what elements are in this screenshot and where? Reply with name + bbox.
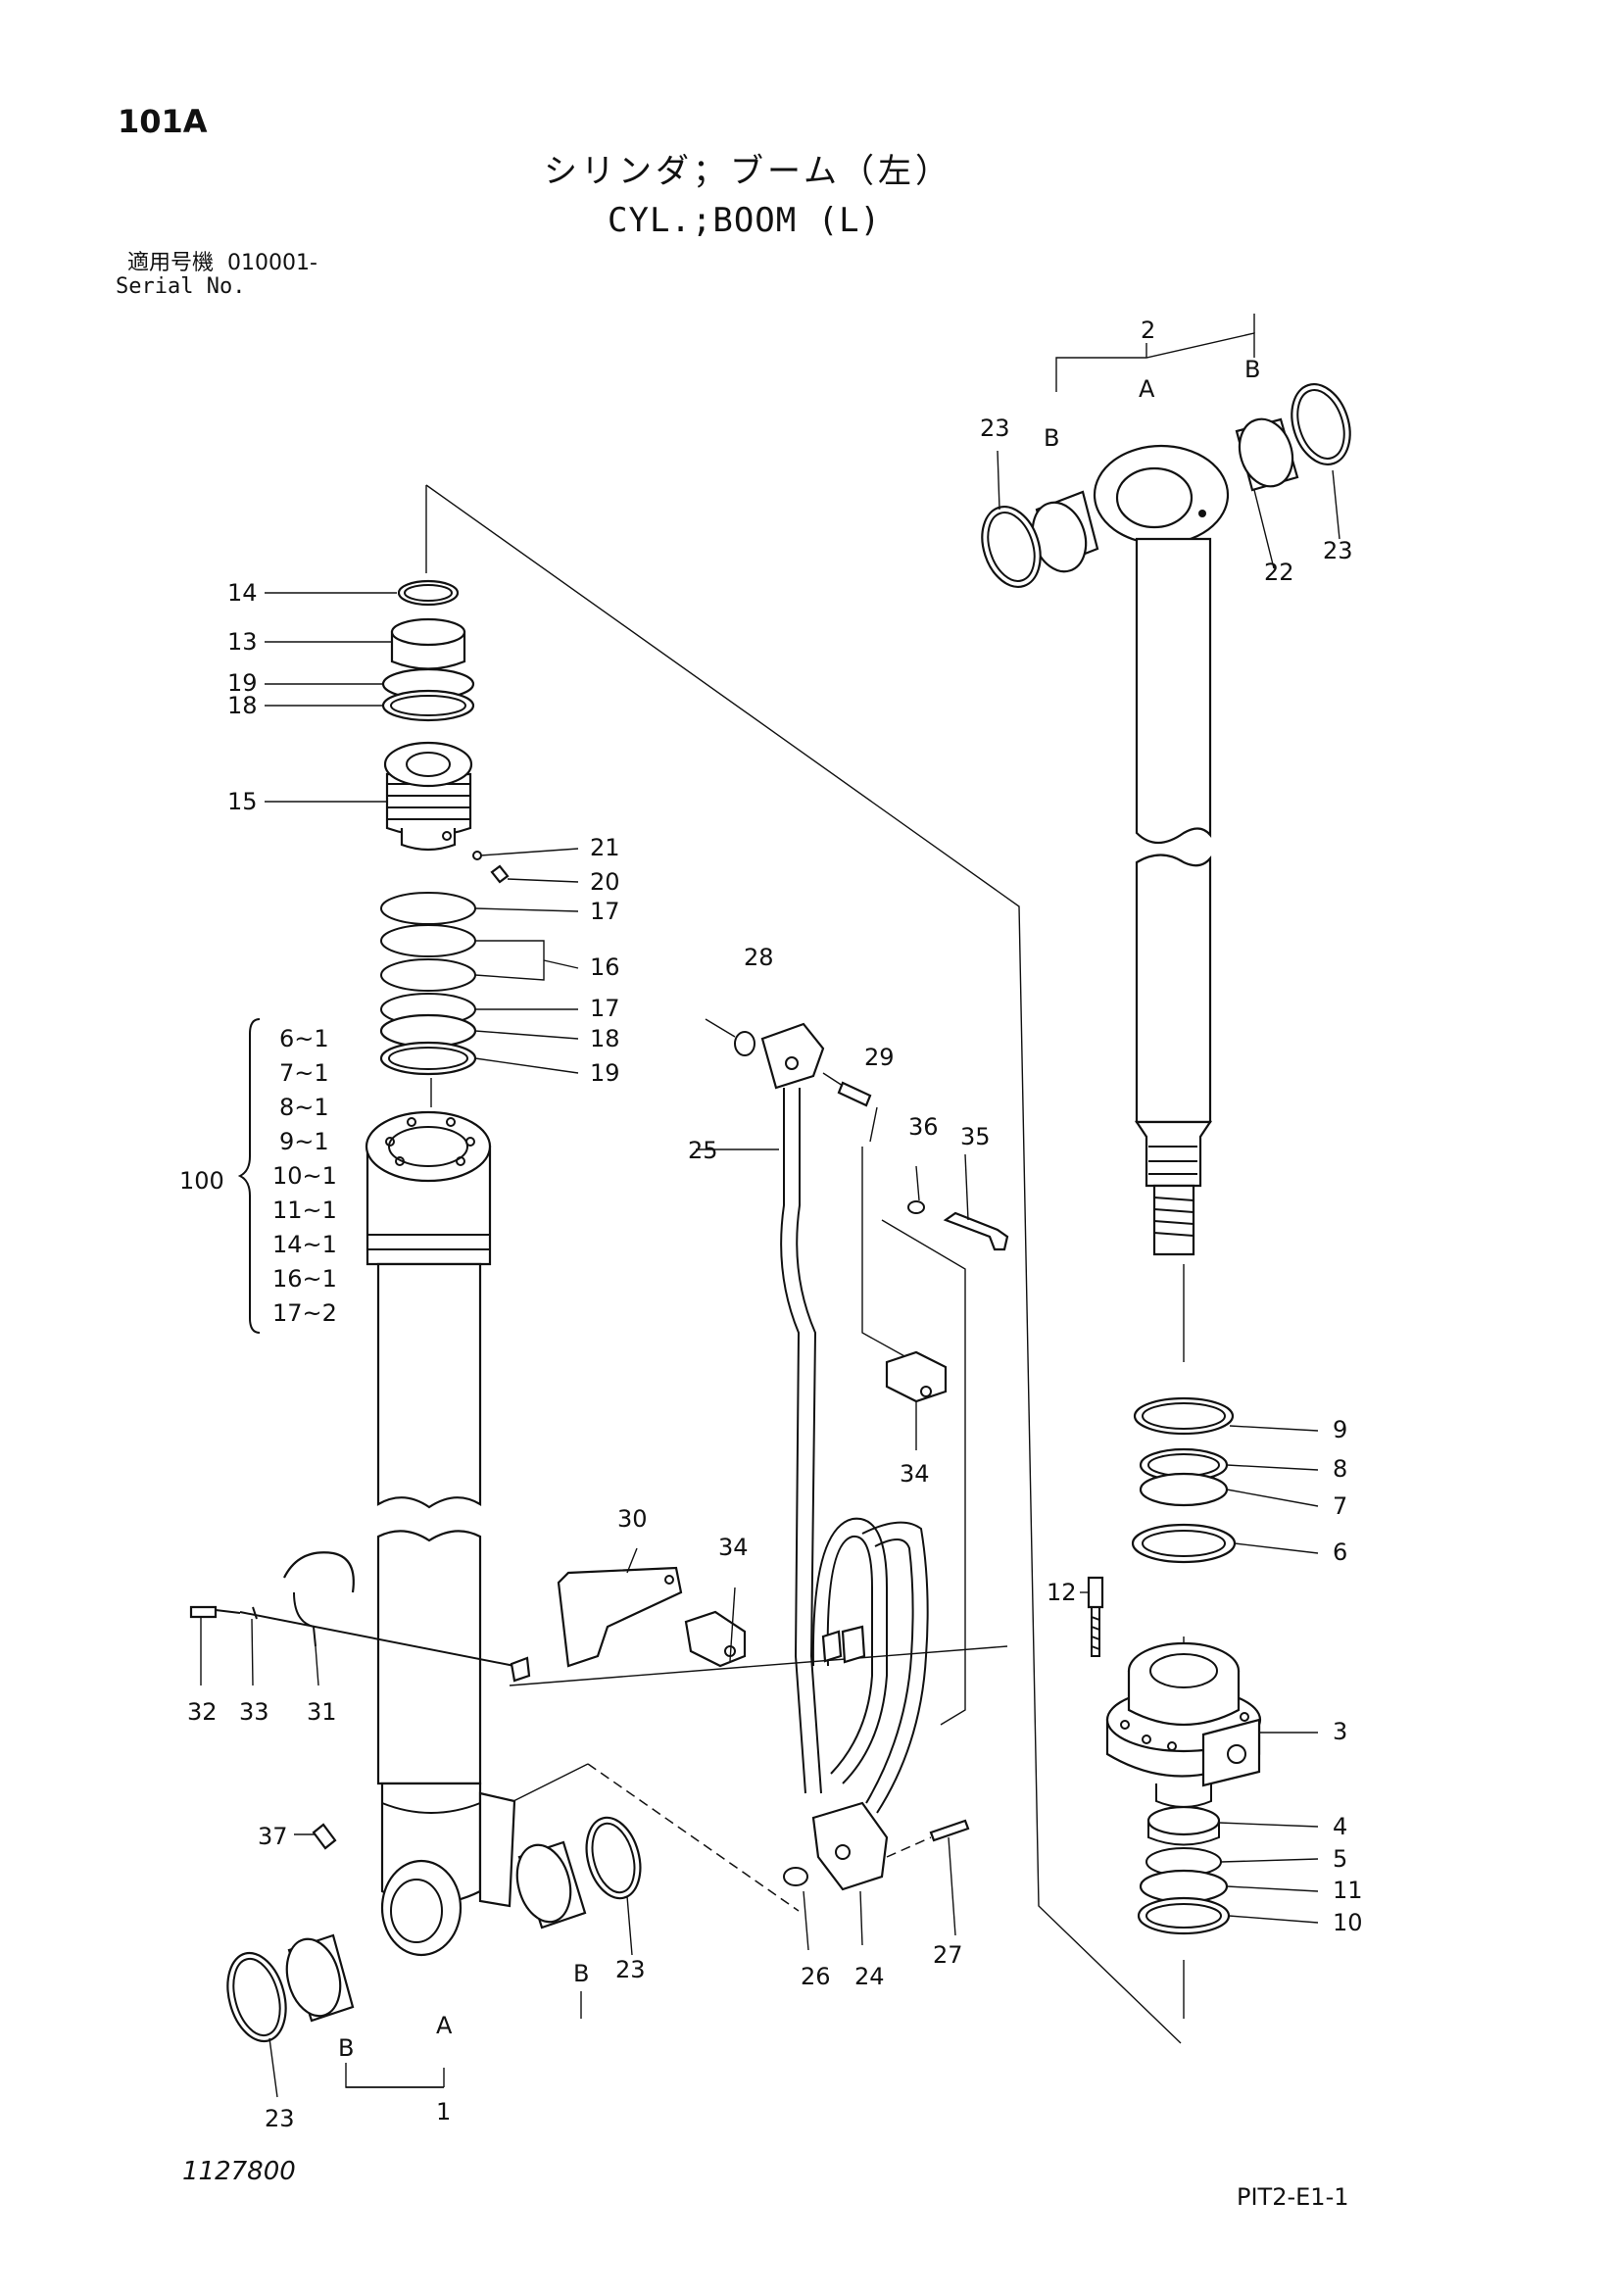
piston xyxy=(1087,1576,1262,1808)
callout-21: 21 xyxy=(590,834,620,861)
cylinder-head-parts xyxy=(379,579,510,1076)
callout-15: 15 xyxy=(227,788,258,815)
callout-37: 37 xyxy=(258,1823,288,1850)
kit-item: 7~1 xyxy=(279,1059,329,1087)
callout-19: 19 xyxy=(227,669,258,697)
left-bushings xyxy=(226,1816,642,2043)
hydraulic-pipes xyxy=(705,1018,1009,1891)
serial-value: 010001- xyxy=(227,251,317,275)
callout-31: 31 xyxy=(307,1698,337,1726)
leader-lines xyxy=(200,450,1340,2098)
piston-seals xyxy=(1131,1396,1237,1564)
callout-18: 18 xyxy=(590,1025,620,1052)
kit-item: 11~1 xyxy=(272,1197,337,1224)
callout-16: 16 xyxy=(590,953,620,981)
pipe-clamps xyxy=(684,1350,948,1668)
callout-B-left: B xyxy=(338,2034,354,2062)
right-bushings xyxy=(981,383,1351,588)
callout-32: 32 xyxy=(187,1698,218,1726)
callout-8: 8 xyxy=(1333,1455,1347,1483)
callout-34: 34 xyxy=(718,1534,749,1561)
callout-11: 11 xyxy=(1333,1877,1363,1904)
callout-23: 23 xyxy=(980,415,1010,442)
callout-33: 33 xyxy=(239,1698,269,1726)
callout-13: 13 xyxy=(227,628,258,656)
callout-23: 23 xyxy=(615,1956,646,1983)
serial-label-japanese: 適用号機 010001- xyxy=(127,253,317,274)
title-english: CYL.;BOOM (L) xyxy=(608,201,882,240)
callout-27: 27 xyxy=(933,1941,963,1969)
piston-rod xyxy=(1093,444,1230,1256)
callout-26: 26 xyxy=(801,1963,831,1990)
callout-23: 23 xyxy=(265,2105,295,2132)
bracket xyxy=(510,1566,683,1683)
callout-6: 6 xyxy=(1333,1539,1347,1566)
callout-24: 24 xyxy=(854,1963,885,1990)
kit-label: 100 xyxy=(179,1167,224,1195)
kit-brace xyxy=(237,1018,261,1334)
callout-29: 29 xyxy=(864,1044,895,1071)
band-clamp xyxy=(189,1551,515,1667)
callout-A-right: A xyxy=(1139,375,1155,403)
piston-lower-seals xyxy=(1137,1805,1231,1935)
assembly-guide-lines xyxy=(425,484,1185,2044)
callout-19: 19 xyxy=(590,1059,620,1087)
callout-1: 1 xyxy=(436,2098,451,2125)
callout-2: 2 xyxy=(1141,317,1155,344)
callout-A-left: A xyxy=(436,2012,453,2039)
callout-10: 10 xyxy=(1333,1909,1363,1936)
callout-28: 28 xyxy=(744,944,774,971)
callout-36: 36 xyxy=(908,1113,939,1141)
callout-7: 7 xyxy=(1333,1492,1347,1520)
callout-B-right: B xyxy=(1044,424,1059,452)
callout-34: 34 xyxy=(900,1460,930,1488)
kit-item: 8~1 xyxy=(279,1094,329,1121)
callout-3: 3 xyxy=(1333,1718,1347,1745)
callout-30: 30 xyxy=(617,1505,648,1533)
callout-B-right-2: B xyxy=(1244,356,1260,383)
cylinder-tube xyxy=(365,1110,516,1957)
kit-item: 10~1 xyxy=(272,1162,337,1190)
callout-labels: 14 13 19 18 15 21 20 17 16 17 18 19 28 2… xyxy=(179,317,1363,2132)
callout-22: 22 xyxy=(1264,559,1294,586)
reference-code: PIT2-E1-1 xyxy=(1237,2183,1349,2211)
callout-12: 12 xyxy=(1047,1579,1077,1606)
callout-35: 35 xyxy=(960,1123,991,1150)
callout-14: 14 xyxy=(227,579,258,607)
page-number: 101A xyxy=(118,103,208,140)
callout-25: 25 xyxy=(688,1137,718,1164)
callout-18: 18 xyxy=(227,692,258,719)
callout-20: 20 xyxy=(590,868,620,896)
serial-label-english: Serial No. xyxy=(116,274,246,299)
serial-label-jp-text: 適用号機 xyxy=(127,251,215,275)
callout-17: 17 xyxy=(590,995,620,1022)
kit-item: 9~1 xyxy=(279,1128,329,1155)
callout-17: 17 xyxy=(590,898,620,925)
callout-5: 5 xyxy=(1333,1845,1347,1873)
drawing-number: 1127800 xyxy=(182,2157,296,2186)
kit-item: 6~1 xyxy=(279,1025,329,1052)
title-japanese: シリンダ；ブーム（左） xyxy=(544,152,952,191)
callout-9: 9 xyxy=(1333,1416,1347,1443)
callout-4: 4 xyxy=(1333,1813,1347,1840)
kit-item: 14~1 xyxy=(272,1231,337,1258)
kit-item: 16~1 xyxy=(272,1265,337,1293)
callout-23: 23 xyxy=(1323,537,1353,564)
kit-item: 17~2 xyxy=(272,1299,337,1327)
assembly-brackets xyxy=(345,314,1255,2088)
callout-B-left-2: B xyxy=(573,1960,589,1987)
